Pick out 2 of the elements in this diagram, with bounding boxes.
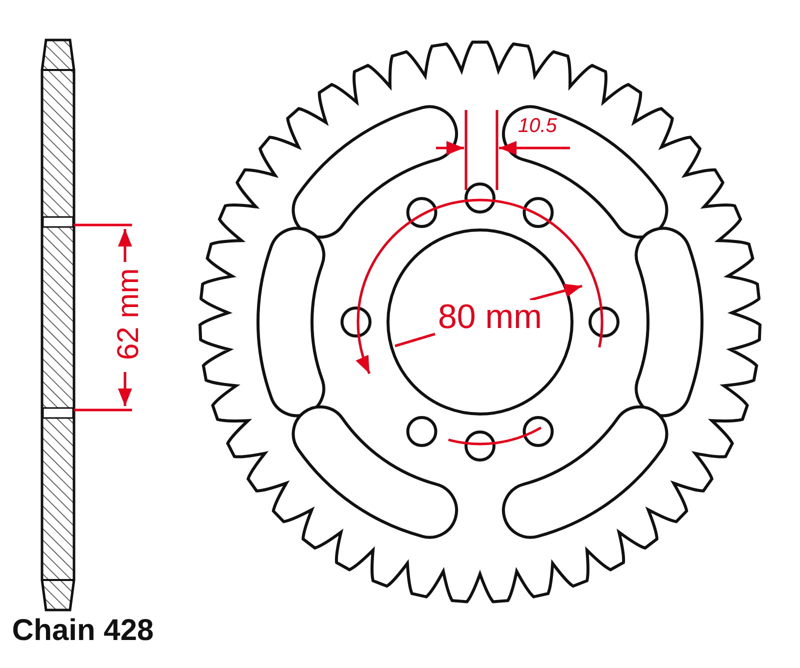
dimension-text: 10.5 — [518, 116, 557, 136]
chain-size-text: Chain 428 — [12, 616, 154, 646]
